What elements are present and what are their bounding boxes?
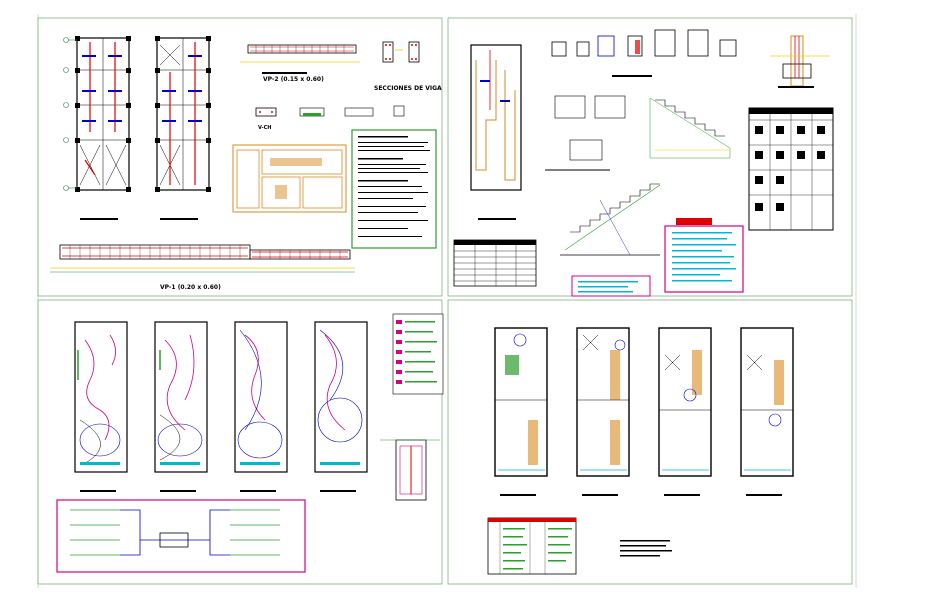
column-footing-detail	[770, 35, 830, 88]
notes-box	[351, 129, 437, 249]
vp1-title: VP-1 (0.20 x 0.60)	[160, 284, 221, 291]
sections-title: SECCIONES DE VIGA	[374, 85, 442, 92]
staircase-table	[232, 144, 347, 213]
stair-details	[545, 95, 731, 171]
beam-vp1-elevation	[50, 244, 355, 273]
structural-plan-2	[155, 36, 211, 220]
architectural-plans	[494, 327, 794, 496]
electrical-legend	[392, 313, 444, 395]
materials-table	[453, 239, 537, 287]
footing-sections	[551, 29, 737, 77]
unifilar-diagram	[56, 499, 306, 573]
rebar-schedule-table	[748, 107, 834, 231]
beam-vp2-elevation	[240, 44, 360, 74]
finishes-table	[487, 517, 577, 575]
panel-detail	[380, 439, 440, 501]
structural-plan-1	[63, 36, 131, 220]
magenta-legend-box	[571, 275, 651, 297]
stair-plan	[470, 44, 522, 220]
specifications-box	[664, 218, 744, 293]
stair-section-long	[560, 183, 661, 256]
electrical-plans	[74, 321, 368, 492]
beam-sections	[382, 41, 420, 63]
notes-block	[620, 540, 672, 557]
vch-title: V-CH	[258, 125, 272, 131]
vp2-title: VP-2 (0.15 x 0.60)	[263, 76, 324, 83]
small-details	[255, 105, 405, 117]
